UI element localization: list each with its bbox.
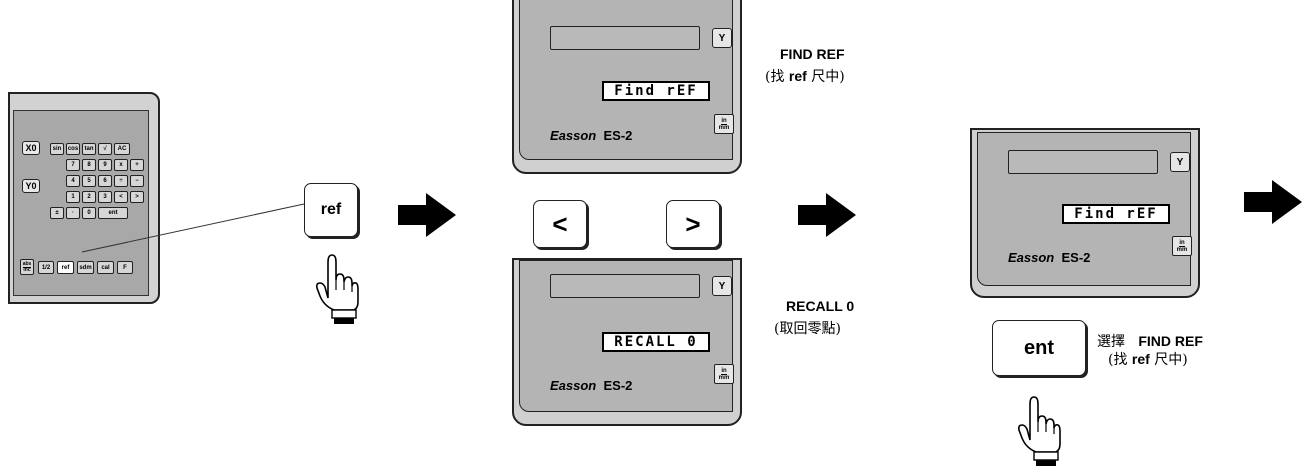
y-axis-key[interactable]: Y (712, 276, 732, 296)
tan-key[interactable]: tan (82, 143, 96, 155)
right-key[interactable]: > (666, 200, 720, 248)
ent-key-small[interactable]: ent (98, 207, 128, 219)
key-7[interactable]: 7 (66, 159, 80, 171)
y-zero-key[interactable]: Y0 (22, 179, 40, 193)
find-ref-open: (找 (765, 69, 789, 85)
brand-name: Easson (550, 128, 597, 143)
ref-key[interactable]: ref (304, 183, 358, 237)
model-name: ES-2 (1061, 250, 1091, 265)
mm-label: mm (718, 374, 730, 381)
plus-minus-key[interactable]: ± (50, 207, 64, 219)
message-recall: RECALL 0 (602, 332, 710, 352)
brand-label: Easson ES-2 (550, 378, 632, 393)
select-open: (找 (1108, 352, 1132, 368)
mm-label: mm (1176, 246, 1188, 253)
brand-name: Easson (1008, 250, 1055, 265)
divide-key[interactable]: ÷ (114, 175, 128, 187)
find-ref-close: 尺中) (806, 69, 845, 85)
brand-label: Easson ES-2 (550, 128, 632, 143)
abs-inc-key[interactable]: abs inc (20, 259, 34, 275)
message-find-ref: Find rEF (602, 81, 710, 101)
find-ref-title: FIND REF (780, 46, 845, 62)
keypad-face: X0 Y0 sin cos tan √ AC 7 8 9 x + 4 5 6 ÷… (13, 110, 149, 296)
model-name: ES-2 (603, 128, 633, 143)
lcd-window (1008, 150, 1158, 174)
recall-title: RECALL 0 (786, 298, 855, 314)
find-ref-subtitle: (找 ref 尺中) (765, 66, 845, 86)
key-9[interactable]: 9 (98, 159, 112, 171)
select-prefix: 選擇 (1097, 334, 1125, 350)
ref-key-small[interactable]: ref (57, 261, 74, 274)
decimal-key[interactable]: · (66, 207, 80, 219)
right-arrow-icon (398, 193, 456, 237)
select-title: FIND REF (1138, 333, 1203, 349)
key-0[interactable]: 0 (82, 207, 96, 219)
key-1[interactable]: 1 (66, 191, 80, 203)
sqrt-key[interactable]: √ (98, 143, 112, 155)
ent-key[interactable]: ent (992, 320, 1086, 376)
y-axis-key[interactable]: Y (712, 28, 732, 48)
in-label: in (721, 117, 727, 125)
multiply-key[interactable]: x (114, 159, 128, 171)
in-label: in (721, 367, 727, 375)
key-6[interactable]: 6 (98, 175, 112, 187)
in-mm-key[interactable]: in mm (714, 364, 734, 384)
in-mm-key[interactable]: in mm (714, 114, 734, 134)
pointing-hand-icon (1018, 396, 1061, 466)
right-arrow-icon (1244, 180, 1302, 224)
f-key[interactable]: F (117, 261, 133, 274)
select-subtitle: (找 ref 尺中) (1108, 349, 1188, 369)
brand-label: Easson ES-2 (1008, 250, 1090, 265)
cal-key[interactable]: cal (97, 261, 114, 274)
key-2[interactable]: 2 (82, 191, 96, 203)
select-close: 尺中) (1149, 352, 1188, 368)
find-ref-bold: ref (788, 68, 807, 84)
key-5[interactable]: 5 (82, 175, 96, 187)
display-find-ref: Y Find rEF Easson ES-2 in mm (512, 0, 742, 174)
x-zero-key[interactable]: X0 (22, 141, 40, 155)
inc-label: inc (23, 266, 31, 273)
recall-subtitle: (取回零點) (774, 321, 841, 337)
left-key[interactable]: < (533, 200, 587, 248)
select-label: 選擇 FIND REF (1097, 331, 1203, 351)
key-3[interactable]: 3 (98, 191, 112, 203)
abs-label: abs (22, 260, 32, 268)
ac-key[interactable]: AC (114, 143, 130, 155)
display-final: Y Find rEF Easson ES-2 in mm (970, 128, 1200, 298)
lcd-window (550, 26, 700, 50)
key-4[interactable]: 4 (66, 175, 80, 187)
keypad-panel: X0 Y0 sin cos tan √ AC 7 8 9 x + 4 5 6 ÷… (8, 92, 160, 304)
mm-label: mm (718, 124, 730, 131)
sdm-key[interactable]: sdm (77, 261, 94, 274)
lcd-window (550, 274, 700, 298)
in-label: in (1179, 239, 1185, 247)
message-find-ref: Find rEF (1062, 204, 1170, 224)
right-arrow-icon (798, 193, 856, 237)
left-arrow-key[interactable]: < (114, 191, 128, 203)
display-recall: Y RECALL 0 Easson ES-2 in mm (512, 258, 742, 426)
key-8[interactable]: 8 (82, 159, 96, 171)
in-mm-key[interactable]: in mm (1172, 236, 1192, 256)
plus-key[interactable]: + (130, 159, 144, 171)
cos-key[interactable]: cos (66, 143, 80, 155)
right-arrow-key[interactable]: > (130, 191, 144, 203)
sin-key[interactable]: sin (50, 143, 64, 155)
y-axis-key[interactable]: Y (1170, 152, 1190, 172)
model-name: ES-2 (603, 378, 633, 393)
select-bold: ref (1131, 351, 1150, 367)
pointing-hand-icon (316, 254, 359, 324)
minus-key[interactable]: − (130, 175, 144, 187)
half-key[interactable]: 1/2 (38, 261, 54, 274)
brand-name: Easson (550, 378, 597, 393)
